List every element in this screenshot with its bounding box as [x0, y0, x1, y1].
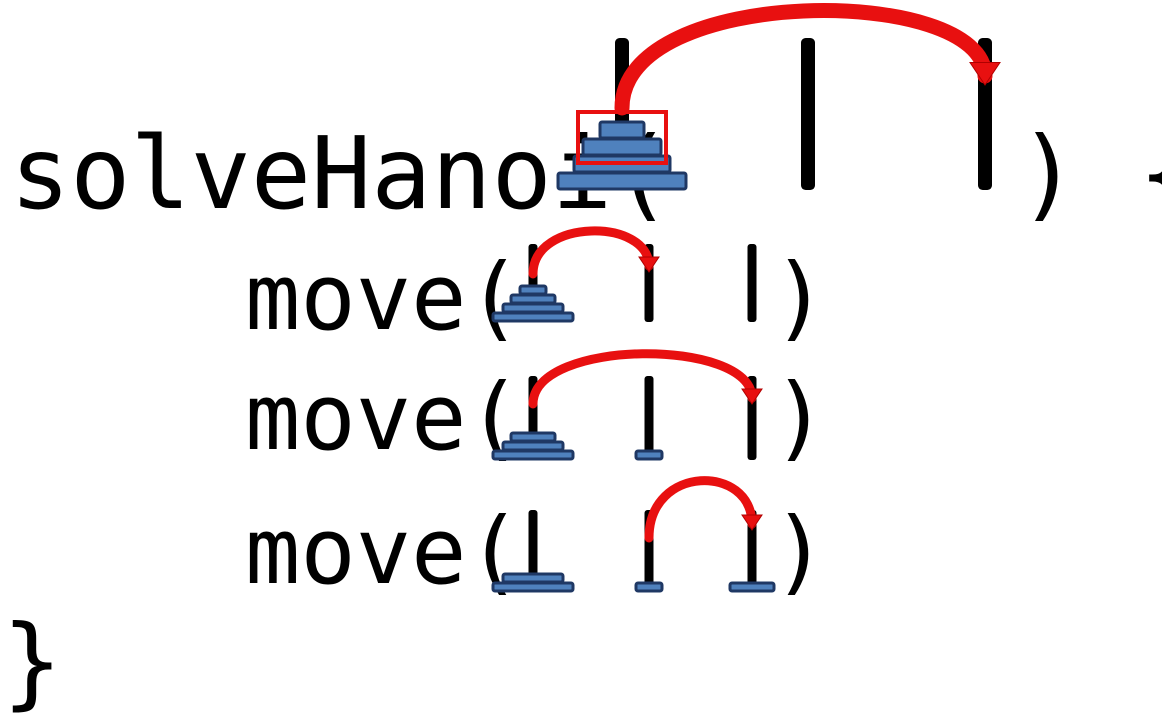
move-call-1-close: ) [772, 244, 828, 351]
disk-size-1 [518, 284, 548, 296]
disk-size-1 [598, 120, 646, 140]
move-call-2-close: ) [772, 364, 828, 471]
disk-size-2 [509, 293, 557, 305]
arrow-head-icon [741, 514, 763, 531]
closing-brace: } [2, 603, 63, 720]
move-call-2-open: move( [245, 364, 522, 471]
curved-arrow-icon [528, 349, 757, 409]
disk-size-4 [491, 581, 575, 593]
disk-size-2 [728, 581, 776, 593]
function-header-suffix: ) { [1018, 115, 1162, 232]
arrow-head-icon [741, 388, 763, 405]
disk-size-1 [634, 581, 664, 593]
disk-size-4 [491, 449, 575, 461]
move-call-3-open: move( [245, 498, 522, 605]
main-tower-state [556, 3, 1001, 191]
disk-size-1 [634, 449, 664, 461]
move-step-2-tower-state [491, 349, 763, 461]
curved-arrow-icon [644, 476, 757, 543]
disk-size-3 [501, 440, 565, 452]
move-step-1-tower-state [491, 226, 757, 323]
peg-1 [528, 510, 538, 592]
arrow-head-icon [969, 62, 1001, 86]
disk-size-3 [501, 302, 565, 314]
peg-2 [644, 376, 654, 460]
peg-3 [747, 244, 757, 322]
move-step-3-tower-state [491, 476, 776, 593]
curved-arrow-icon [614, 3, 993, 116]
disk-size-3 [501, 572, 565, 584]
move-call-3-close: ) [772, 498, 828, 605]
arrow-head-icon [638, 256, 660, 273]
disk-size-4 [556, 171, 688, 191]
disk-size-2 [581, 137, 663, 157]
peg-3 [747, 510, 757, 592]
curved-arrow-icon [528, 226, 654, 279]
disk-size-4 [491, 311, 575, 323]
peg-2 [801, 38, 815, 190]
move-call-1-open: move( [245, 244, 522, 351]
disk-size-2 [509, 431, 557, 443]
